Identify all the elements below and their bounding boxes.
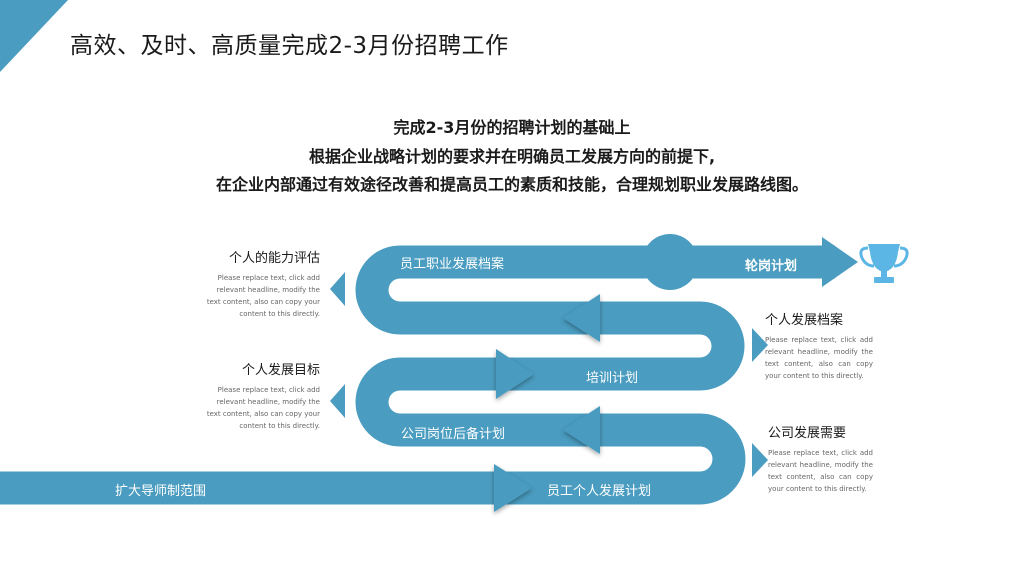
triangle-pointer-icon	[752, 443, 768, 477]
road-node-circle	[642, 234, 698, 290]
label-succession-plan: 公司岗位后备计划	[401, 427, 506, 442]
label-career-archive: 员工职业发展档案	[400, 257, 505, 272]
trophy-icon	[859, 244, 909, 283]
page-title: 高效、及时、高质量完成2-3月份招聘工作	[70, 33, 509, 59]
intro-line-2: 根据企业战略计划的要求并在明确员工发展方向的前提下,	[308, 147, 716, 166]
note-title: 个人发展目标	[241, 363, 320, 378]
road-path	[0, 245, 835, 505]
corner-decoration	[0, 0, 68, 72]
triangle-pointer-icon	[752, 328, 768, 362]
triangle-pointer-icon	[330, 384, 345, 418]
road-head-arrow	[822, 237, 858, 287]
label-mentor-scope: 扩大导师制范围	[115, 484, 207, 499]
intro-line-1: 完成2-3月份的招聘计划的基础上	[393, 118, 631, 137]
note-body: Please replace text, click add relevant …	[206, 386, 320, 430]
label-training-plan: 培训计划	[586, 371, 639, 386]
note-body: Please replace text, click add relevant …	[206, 274, 320, 318]
chevron-bottom-right	[494, 464, 532, 512]
note-title: 公司发展需要	[768, 426, 847, 441]
note-body: Please replace text, click add relevant …	[765, 336, 873, 380]
note-company-needs: 公司发展需要 Please replace text, click add re…	[768, 422, 873, 495]
label-personal-plan: 员工个人发展计划	[547, 484, 652, 499]
note-development-goal: 个人发展目标 Please replace text, click add re…	[202, 359, 320, 432]
note-body: Please replace text, click add relevant …	[768, 449, 873, 493]
label-rotation-plan: 轮岗计划	[745, 259, 798, 274]
note-title: 个人的能力评估	[228, 251, 320, 266]
triangle-pointer-icon	[330, 272, 345, 306]
note-title: 个人发展档案	[765, 313, 844, 328]
chevron-up-right	[496, 349, 534, 399]
chevron-up-left	[563, 294, 600, 342]
note-development-archive: 个人发展档案 Please replace text, click add re…	[765, 309, 873, 382]
note-ability-assessment: 个人的能力评估 Please replace text, click add r…	[202, 247, 320, 320]
intro-line-3: 在企业内部通过有效途径改善和提高员工的素质和技能，合理规划职业发展路线图。	[215, 175, 808, 194]
chevron-mid-left	[563, 406, 600, 454]
